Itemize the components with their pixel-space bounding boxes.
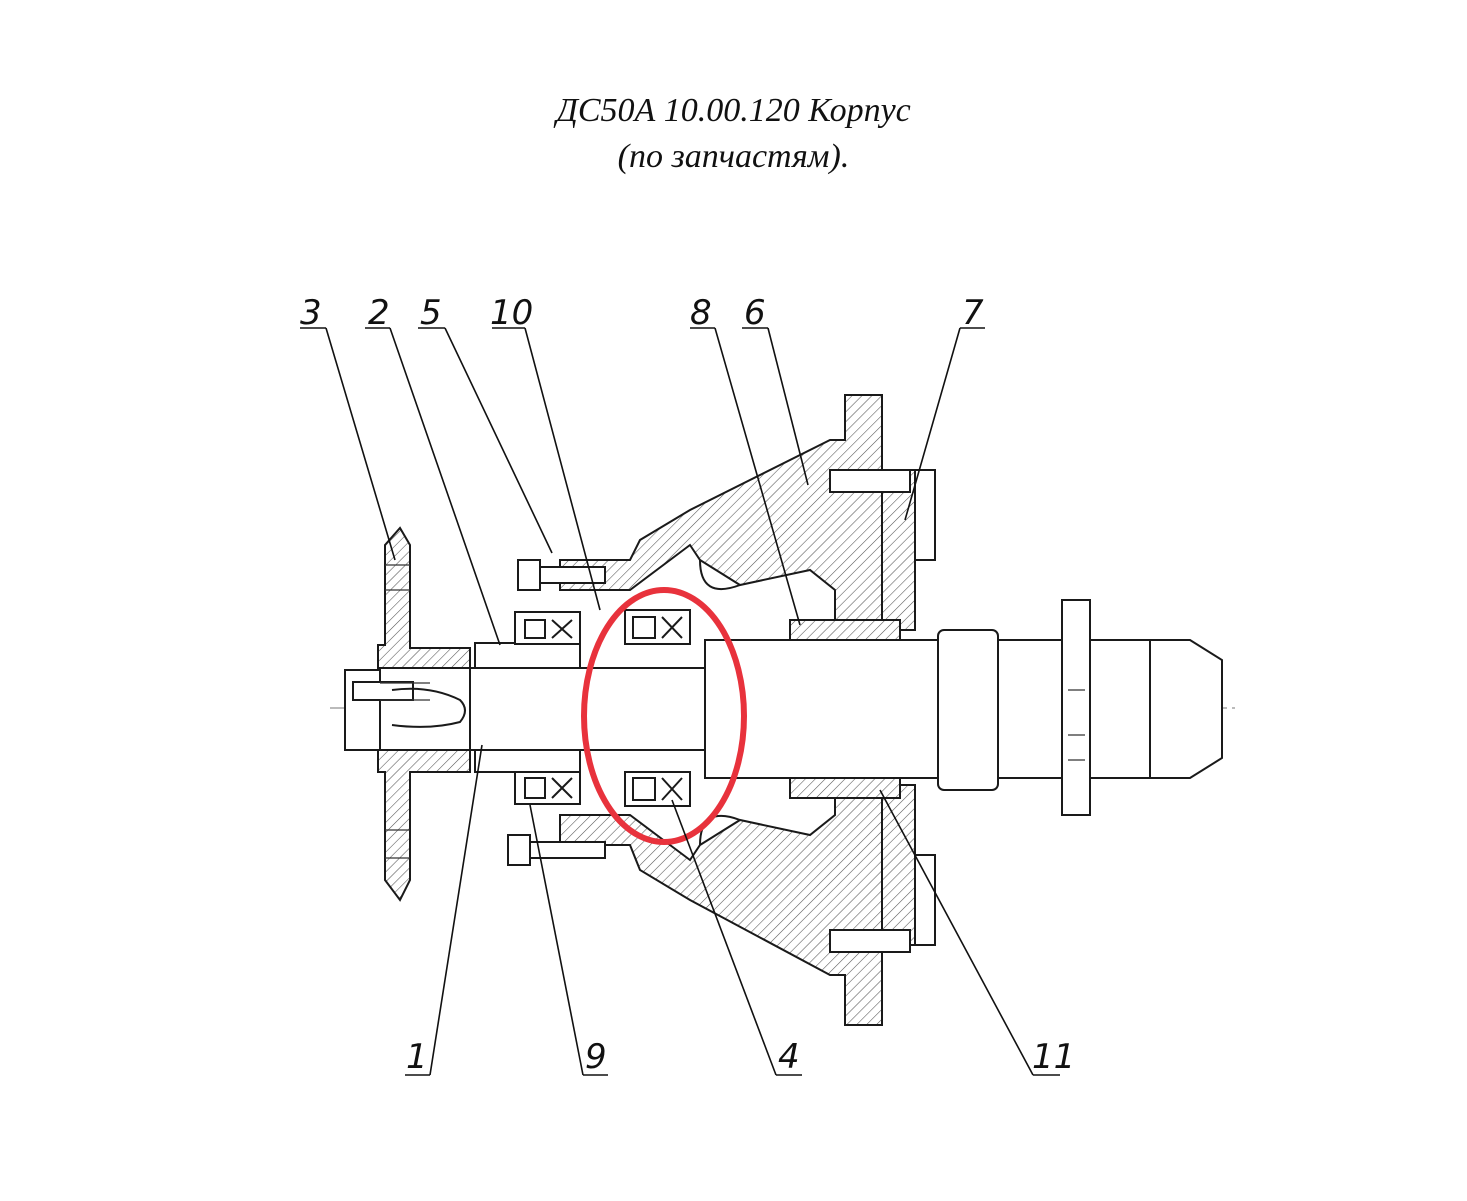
bearing-left — [514, 611, 581, 805]
seal-lower — [789, 777, 901, 799]
callout-7: 7 — [962, 293, 984, 333]
callout-11: 11 — [1032, 1037, 1075, 1077]
callout-2: 2 — [368, 293, 390, 333]
sprocket-part — [377, 526, 479, 902]
callout-10: 10 — [490, 293, 533, 333]
bolts — [507, 469, 936, 953]
end-cap — [344, 669, 466, 751]
callout-6: 6 — [744, 293, 766, 333]
callout-9: 9 — [585, 1037, 607, 1077]
callout-1: 1 — [406, 1037, 428, 1077]
bushing-part — [474, 642, 581, 669]
leader-lines — [300, 327, 1060, 1076]
highlight-circle — [581, 587, 747, 845]
title-line-1: ДС50А 10.00.120 Корпус — [556, 92, 911, 129]
callout-4: 4 — [778, 1037, 800, 1077]
bearing-right — [624, 609, 691, 807]
seal-upper — [789, 619, 901, 641]
drawing-title: ДС50А 10.00.120 Корпус (по запчастям). — [0, 88, 1467, 180]
callout-3: 3 — [300, 293, 322, 333]
callout-8: 8 — [690, 293, 712, 333]
callout-5: 5 — [420, 293, 442, 333]
title-line-2: (по запчастям). — [617, 138, 850, 175]
